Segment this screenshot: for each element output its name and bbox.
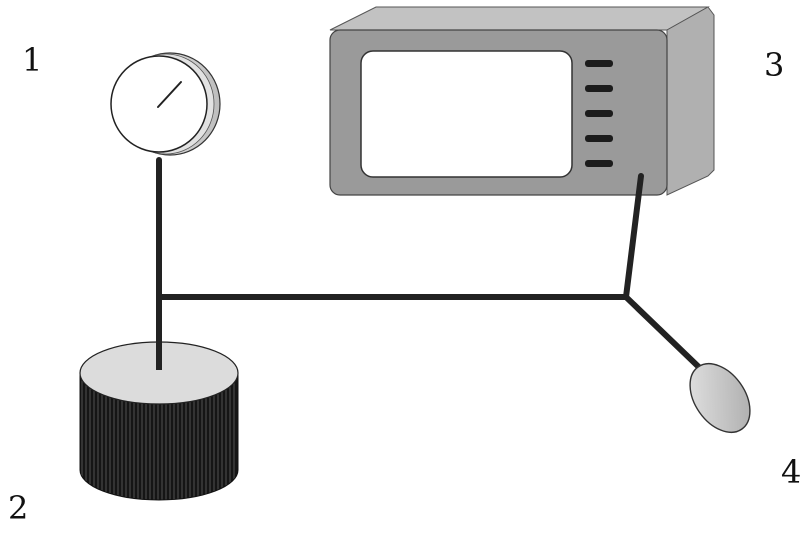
label-cylinder: 2 xyxy=(8,489,29,527)
indicator-bar xyxy=(585,160,613,167)
monitor-screen xyxy=(360,50,573,178)
sensor-shape xyxy=(689,363,751,433)
sensor-bulb xyxy=(689,363,751,433)
monitor-top-face xyxy=(329,6,710,31)
cylinder-bulb xyxy=(79,330,239,501)
tube-to-sensor xyxy=(623,294,707,375)
indicator-bar xyxy=(585,135,613,142)
label-gauge: 1 xyxy=(22,41,43,79)
label-sensor: 4 xyxy=(781,453,802,491)
indicator-bar xyxy=(585,110,613,117)
gauge-face xyxy=(110,55,208,153)
pressure-gauge xyxy=(110,52,221,156)
monitor-indicators xyxy=(585,60,613,167)
indicator-bar xyxy=(585,60,613,67)
gauge-needle xyxy=(157,81,182,108)
tube-to-monitor xyxy=(623,173,644,300)
monitor-side-face xyxy=(666,6,715,196)
indicator-bar xyxy=(585,85,613,92)
monitor-device xyxy=(329,6,715,196)
cylinder-body xyxy=(79,372,239,501)
label-monitor: 3 xyxy=(764,46,785,84)
